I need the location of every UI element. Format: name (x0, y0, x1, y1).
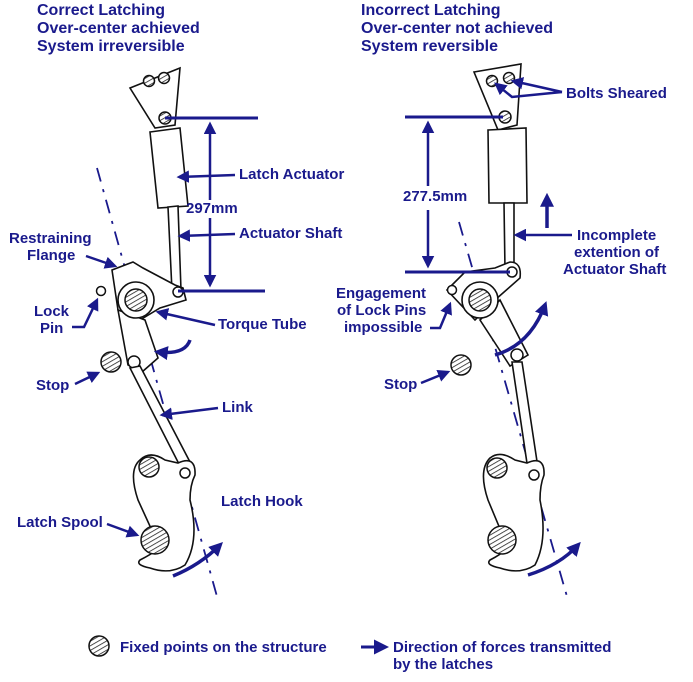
restraining-flange-leader (85, 254, 118, 269)
left-torque-tube (124, 288, 148, 312)
left-hook-pin (179, 467, 191, 479)
left-lock-pin (95, 285, 107, 297)
label-actuator-shaft: Actuator Shaft (239, 225, 342, 242)
latch-actuator-leader (176, 170, 236, 183)
bolts-sheared-leader-2 (494, 82, 563, 99)
left-actuator-shaft (167, 205, 182, 292)
label-engagement-2: of Lock Pins (337, 302, 426, 319)
left-latch-actuator (149, 127, 189, 209)
label-latch-hook: Latch Hook (221, 493, 303, 510)
label-latch-actuator: Latch Actuator (239, 166, 344, 183)
latch-spool-leader (106, 522, 140, 538)
right-hook-pivot (486, 457, 508, 479)
right-link-top-pin (510, 348, 524, 362)
left-dimension-label: 297mm (186, 200, 238, 217)
label-link: Link (222, 399, 253, 416)
torque-tube-leader (155, 308, 216, 327)
link-leader (159, 406, 219, 420)
label-incomplete-3: Actuator Shaft (563, 261, 666, 278)
legend-direction-label-1: Direction of forces transmitted (393, 639, 611, 656)
label-engagement-1: Engagement (336, 285, 426, 302)
left-force-line (96, 167, 219, 601)
actuator-shaft-leader (177, 229, 236, 242)
right-actuator-shaft (503, 202, 515, 271)
right-title: Incorrect Latching (361, 2, 501, 19)
right-hook-pin (528, 469, 540, 481)
right-dimension-label: 277.5mm (403, 188, 467, 205)
right-link (511, 361, 539, 471)
right-latch-spool (487, 525, 517, 555)
left-hook-pivot (138, 456, 160, 478)
right-stop (450, 354, 472, 376)
label-lock-pin-2: Pin (40, 320, 63, 337)
label-engagement-3: impossible (344, 319, 422, 336)
lock-pin-leader (72, 297, 99, 329)
right-torque-force-arrow (494, 301, 549, 357)
label-latch-spool: Latch Spool (17, 514, 103, 531)
label-torque-tube: Torque Tube (218, 316, 307, 333)
right-lock-pin (446, 284, 458, 296)
right-latch-actuator (487, 127, 528, 204)
left-title: Correct Latching (37, 2, 165, 19)
legend-direction-label-2: by the latches (393, 656, 493, 673)
left-hook-force-arrow (172, 542, 223, 578)
left-subtitle-1: Over-center achieved (37, 20, 200, 37)
right-subtitle-1: Over-center not achieved (361, 20, 553, 37)
left-subtitle-2: System irreversible (37, 38, 185, 55)
engagement-leader (430, 301, 452, 330)
right-hook-force-arrow (527, 541, 581, 577)
left-panel: Correct Latching Over-center achieved Sy… (9, 2, 344, 601)
bolts-sheared-leader-1 (510, 77, 563, 94)
left-bolt-1 (142, 74, 156, 88)
legend-fixed-point-icon (88, 635, 110, 657)
label-stop-left: Stop (36, 377, 69, 394)
left-crank-arm (116, 308, 159, 373)
label-lock-pin-1: Lock (34, 303, 70, 320)
right-torque-tube (468, 288, 492, 312)
left-torque-force-arrow (153, 339, 192, 361)
label-stop-right: Stop (384, 376, 417, 393)
label-restraining-flange-1: Restraining (9, 230, 92, 247)
label-restraining-flange-2: Flange (27, 247, 75, 264)
left-stop (100, 351, 122, 373)
right-panel: Incorrect Latching Over-center not achie… (336, 2, 667, 601)
label-incomplete-2: extention of (574, 244, 660, 261)
legend-fixed-points-label: Fixed points on the structure (120, 639, 327, 656)
right-subtitle-2: System reversible (361, 38, 498, 55)
left-link (128, 365, 192, 468)
stop-leader-left (74, 371, 101, 386)
left-latch-spool (140, 525, 170, 555)
legend: Fixed points on the structure Direction … (88, 635, 611, 673)
label-incomplete-1: Incomplete (577, 227, 656, 244)
left-bolt-2 (157, 71, 171, 85)
stop-leader-right (420, 369, 451, 385)
label-bolts-sheared: Bolts Sheared (566, 85, 667, 102)
